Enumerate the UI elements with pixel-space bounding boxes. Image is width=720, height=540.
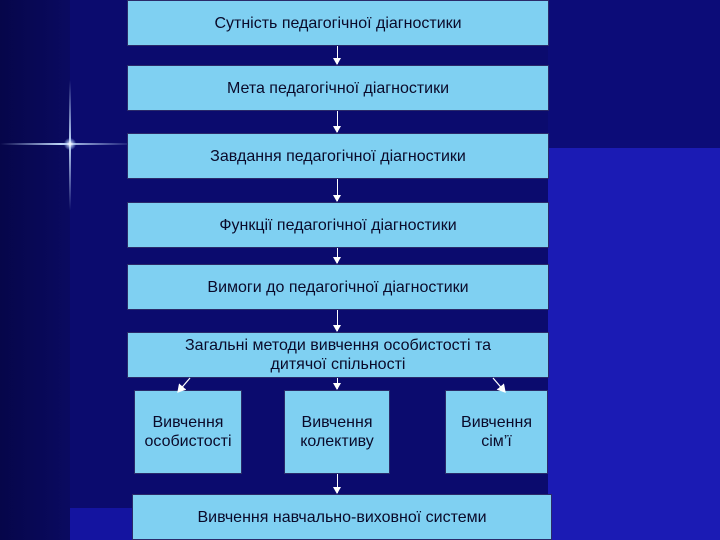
box-requirements-label: Вимоги до педагогічної діагностики — [207, 278, 469, 296]
background-right-panel — [548, 148, 720, 540]
arrow-goal-to-tasks — [333, 111, 341, 133]
background-right-band — [548, 0, 720, 148]
arrow-essence-to-goal — [333, 46, 341, 65]
sparkle-star-icon — [64, 138, 76, 150]
box-general-methods-label: Загальні методи вивчення особистості та … — [185, 337, 491, 373]
box-goal: Мета педагогічної діагностики — [127, 65, 549, 111]
box-personality-label: Вивчення особистості — [144, 414, 232, 450]
box-essence-label: Сутність педагогічної діагностики — [214, 14, 462, 32]
box-personality: Вивчення особистості — [134, 390, 242, 474]
box-family: Вивчення сім’ї — [445, 390, 548, 474]
box-edu-system-label: Вивчення навчально-виховної системи — [197, 508, 487, 526]
box-general-methods: Загальні методи вивчення особистості та … — [127, 332, 549, 378]
box-tasks-label: Завдання педагогічної діагностики — [210, 147, 466, 165]
arrow-requirements-to-methods — [333, 310, 341, 332]
background-left-strip — [0, 0, 70, 540]
arrow-tasks-to-functions — [333, 179, 341, 202]
arrow-functions-to-requirements — [333, 248, 341, 264]
box-collective: Вивчення колективу — [284, 390, 390, 474]
box-functions: Функції педагогічної діагностики — [127, 202, 549, 248]
arrow-methods-to-collective — [333, 378, 341, 390]
box-goal-label: Мета педагогічної діагностики — [226, 79, 450, 97]
box-functions-label: Функції педагогічної діагностики — [219, 216, 457, 234]
box-tasks: Завдання педагогічної діагностики — [127, 133, 549, 179]
box-family-label: Вивчення сім’ї — [461, 414, 532, 450]
arrow-collective-to-edu-system — [333, 474, 341, 494]
box-edu-system: Вивчення навчально-виховної системи — [132, 494, 552, 540]
box-collective-label: Вивчення колективу — [300, 414, 374, 450]
box-essence: Сутність педагогічної діагностики — [127, 0, 549, 46]
box-requirements: Вимоги до педагогічної діагностики — [127, 264, 549, 310]
